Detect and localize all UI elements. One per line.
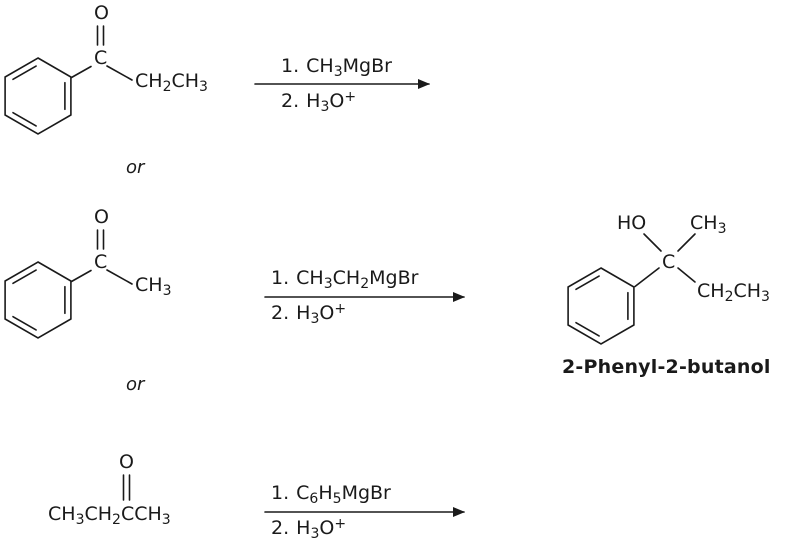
conditions-route2-step2: 2. H3O+ [271,301,347,327]
step-reagent: CH3MgBr [306,55,392,80]
hydroxyl-group-label: HO [617,212,647,234]
conditions-route1-step1: 1. CH3MgBr [281,55,392,80]
central-carbon-label: C [662,251,676,273]
carbonyl-oxygen-label: O [94,206,109,228]
hydroxyl-bond-product [643,233,662,252]
carbonyl-ethyl-bond-route1 [106,65,133,81]
carbonyl-methyl-bond-route2 [106,269,133,285]
butanone-formula-label: CH3CH2CCH3 [48,503,171,528]
ring-carbonyl-bond-route2 [70,269,92,283]
step-number: 1. [271,482,290,504]
step-reagent: CH3CH2MgBr [296,267,419,292]
benzene-ring-route1 [4,57,72,135]
step-number: 1. [271,267,290,289]
step-reagent: C6H5MgBr [296,482,391,507]
conditions-route2-step1: 1. CH3CH2MgBr [271,267,419,292]
step-number: 2. [271,302,290,324]
product-name-label: 2-Phenyl-2-butanol [562,356,771,378]
or-divider-1: or [126,157,145,178]
step-reagent: H3O+ [296,516,347,542]
step-number: 2. [281,90,300,112]
ethyl-group-label: CH2CH3 [697,280,770,305]
ring-central-carbon-bond-product [634,267,660,288]
benzene-ring-route2 [4,261,72,339]
step-number: 2. [271,517,290,539]
ethyl-bond-product [677,267,696,283]
step-reagent: H3O+ [306,89,357,115]
ethyl-group-label: CH2CH3 [135,70,208,95]
conditions-route1-step2: 2. H3O+ [281,89,357,115]
conditions-route3-step1: 1. C6H5MgBr [271,482,391,507]
carbonyl-oxygen-label: O [94,2,109,24]
methyl-group-label: CH3 [135,274,172,299]
carbonyl-oxygen-label: O [119,451,134,473]
methyl-bond-product [677,233,696,252]
methyl-group-label: CH3 [690,212,727,237]
or-divider-2: or [126,374,145,395]
conditions-route3-step2: 2. H3O+ [271,516,347,542]
ring-carbonyl-bond-route1 [70,65,92,79]
step-reagent: H3O+ [296,301,347,327]
benzene-ring-product [567,267,635,345]
carbonyl-carbon-label: C [94,47,108,69]
carbonyl-carbon-label: C [94,251,108,273]
step-number: 1. [281,55,300,77]
